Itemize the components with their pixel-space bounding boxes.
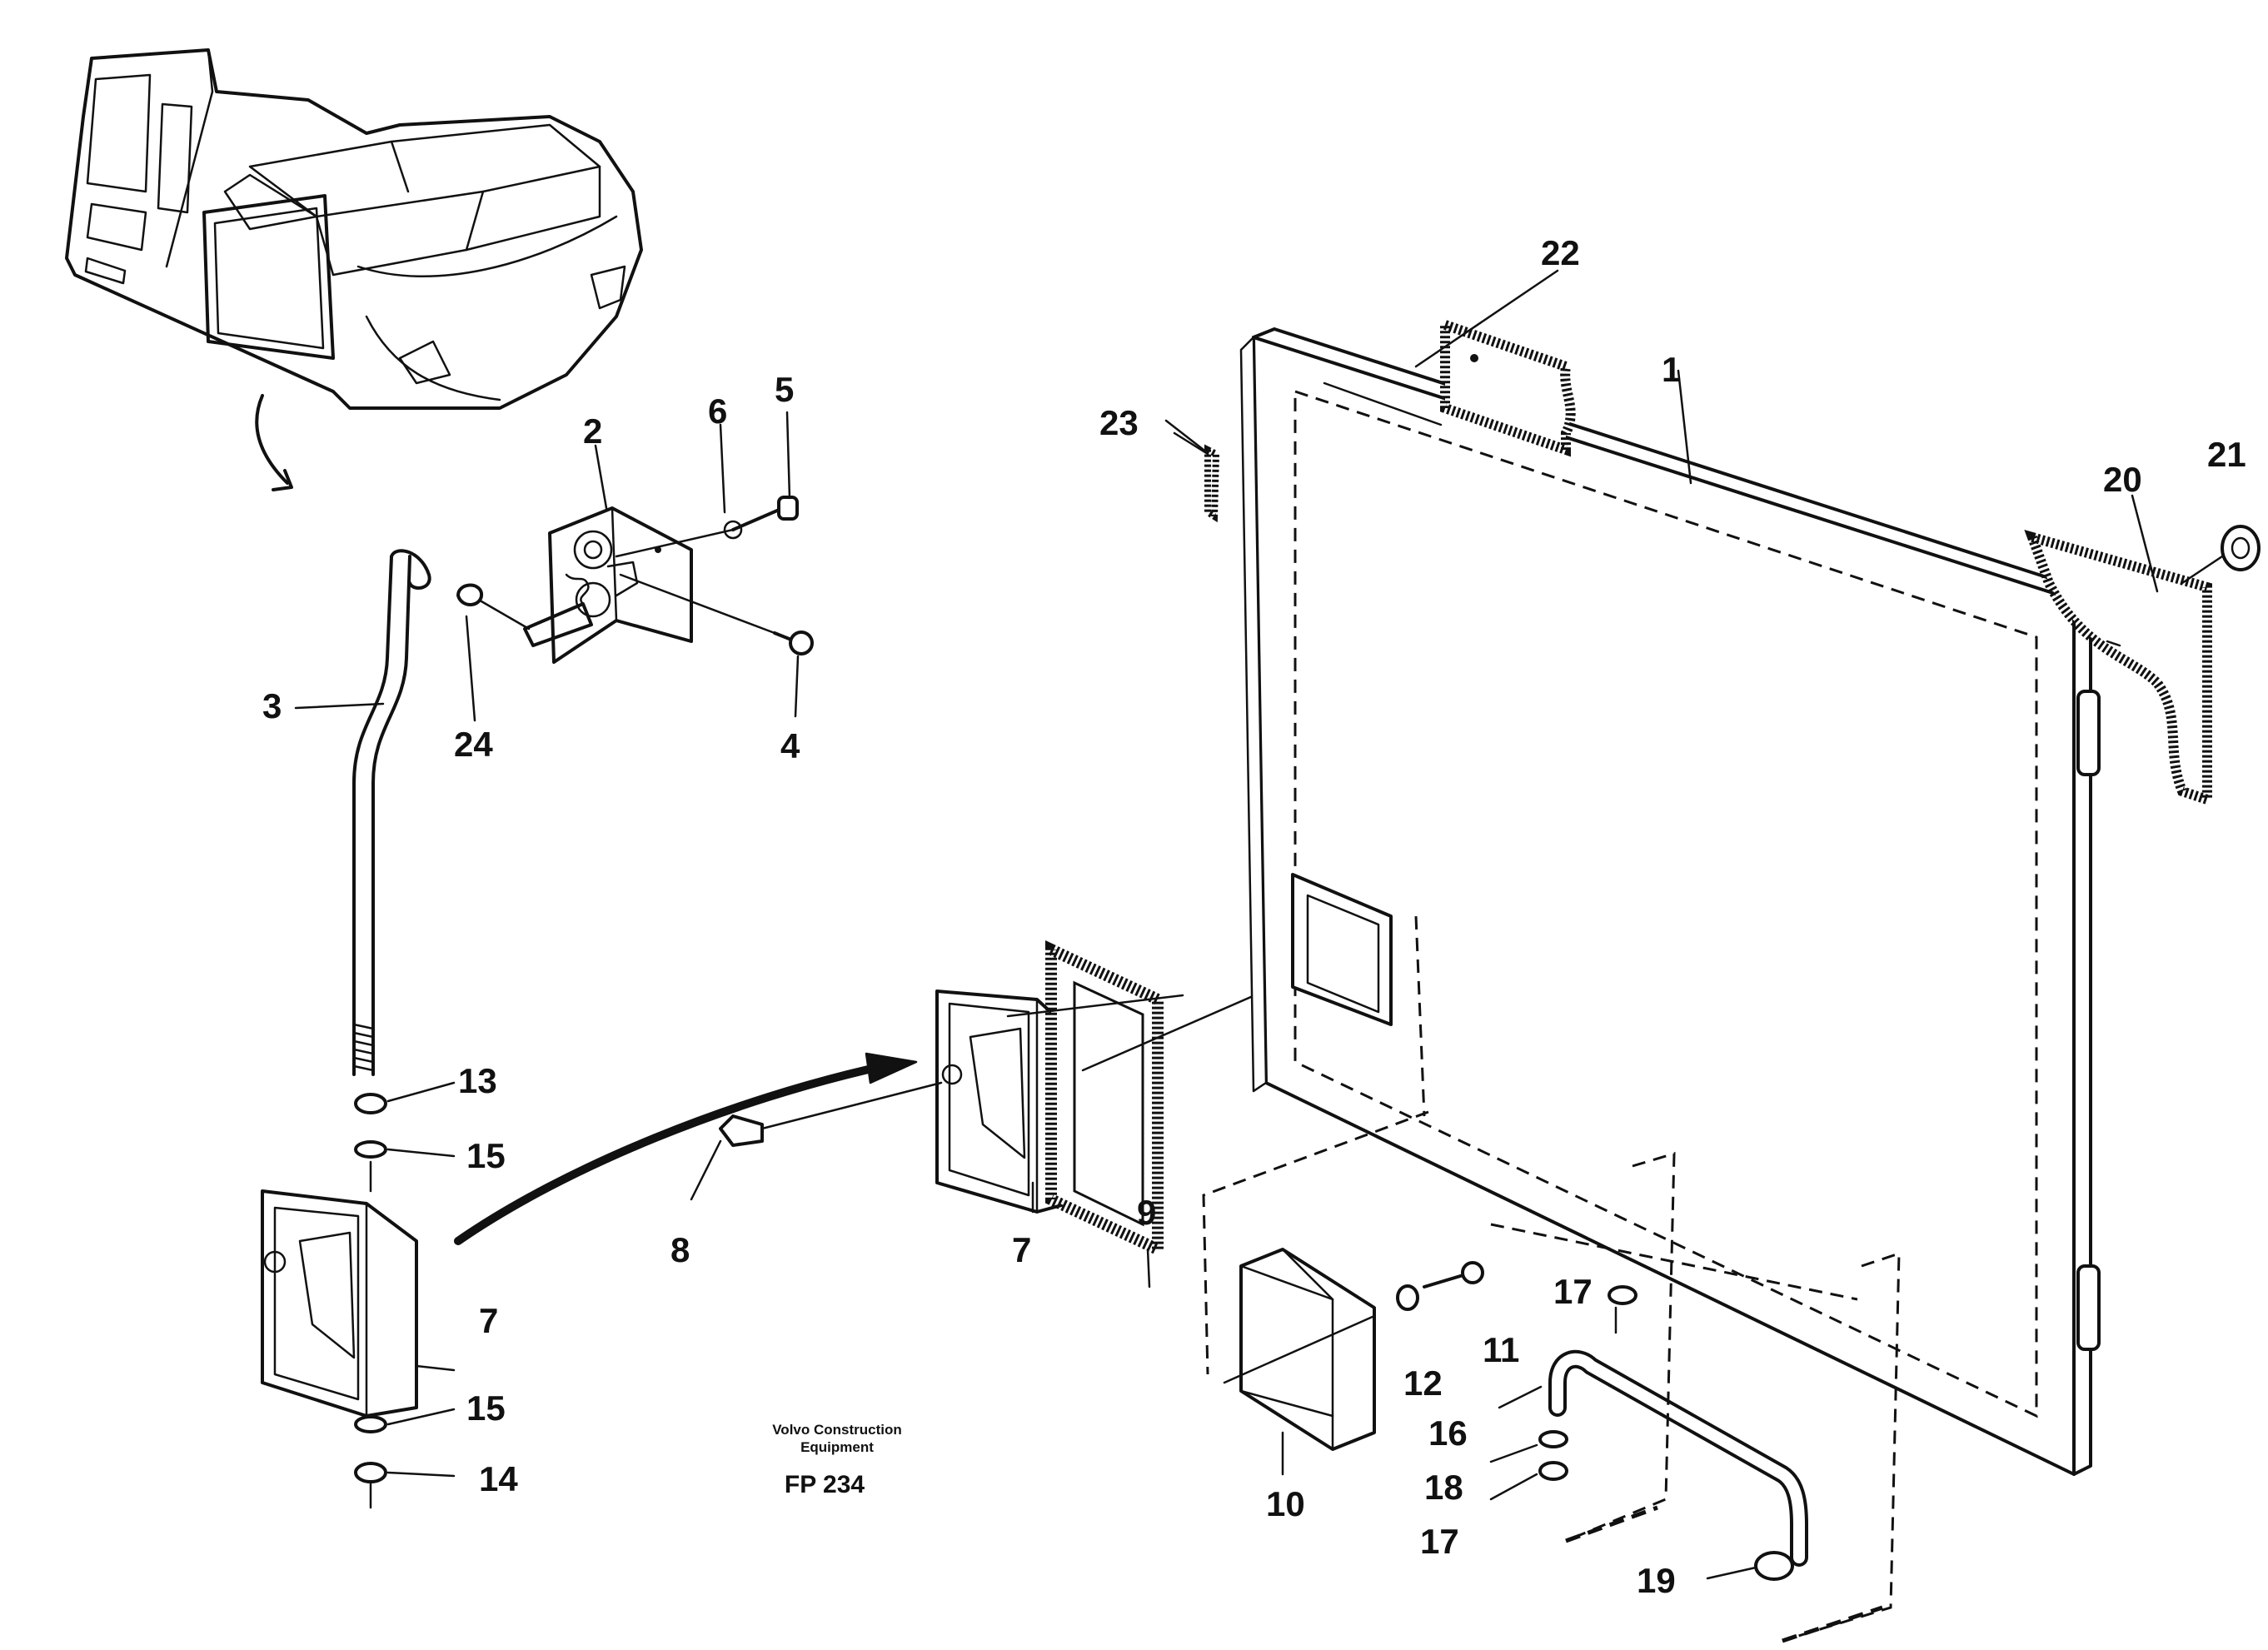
rod <box>352 549 431 1076</box>
excavator-overview <box>65 48 643 491</box>
callout-4: 4 <box>780 726 800 765</box>
callout-7-left: 7 <box>479 1301 498 1340</box>
callout-19: 19 <box>1637 1561 1676 1600</box>
callout-20: 20 <box>2103 460 2142 499</box>
callout-22: 22 <box>1541 233 1580 272</box>
caption-code: FP 234 <box>785 1471 865 1498</box>
callout-24: 24 <box>454 725 493 764</box>
door-panel <box>1202 327 2101 1476</box>
callout-15-upper: 15 <box>466 1136 506 1175</box>
recessed-handle-left <box>261 1052 918 1418</box>
callout-5: 5 <box>775 370 794 409</box>
recessed-handle-center <box>690 927 1409 1289</box>
callout-1: 1 <box>1662 350 1681 389</box>
callout-7-center: 7 <box>1012 1230 1031 1269</box>
callout-2: 2 <box>583 411 602 451</box>
callout-23: 23 <box>1099 403 1139 442</box>
callout-17-lower: 17 <box>1420 1522 1459 1561</box>
callout-14: 14 <box>479 1459 518 1498</box>
latch-mechanism <box>456 496 814 664</box>
callout-6: 6 <box>708 391 727 431</box>
callout-15-lower: 15 <box>466 1388 506 1428</box>
callout-16: 16 <box>1428 1413 1468 1453</box>
callout-13: 13 <box>458 1061 497 1100</box>
diagram-caption: Volvo Construction Equipment FP 234 <box>772 1422 902 1498</box>
callout-8: 8 <box>670 1230 690 1269</box>
caption-company-line2: Equipment <box>800 1439 874 1455</box>
bracket-assembly <box>1223 1248 1484 1476</box>
grab-handle-assembly <box>1489 1151 1901 1643</box>
callout-labels: 1 2 3 4 5 6 7 7 8 9 10 11 12 13 14 15 15… <box>262 233 2246 1600</box>
callout-12: 12 <box>1403 1363 1443 1403</box>
fasteners-left <box>354 1081 456 1509</box>
callout-17-upper: 17 <box>1553 1272 1593 1311</box>
caption-company-line1: Volvo Construction <box>772 1422 902 1438</box>
callout-11: 11 <box>1483 1330 1519 1369</box>
callout-18: 18 <box>1424 1468 1463 1507</box>
leader-lines <box>294 269 2159 722</box>
callout-21: 21 <box>2207 435 2246 474</box>
callout-9: 9 <box>1137 1193 1156 1232</box>
seal-strips <box>1173 317 2261 807</box>
callout-3: 3 <box>262 686 282 725</box>
callout-10: 10 <box>1266 1484 1305 1523</box>
